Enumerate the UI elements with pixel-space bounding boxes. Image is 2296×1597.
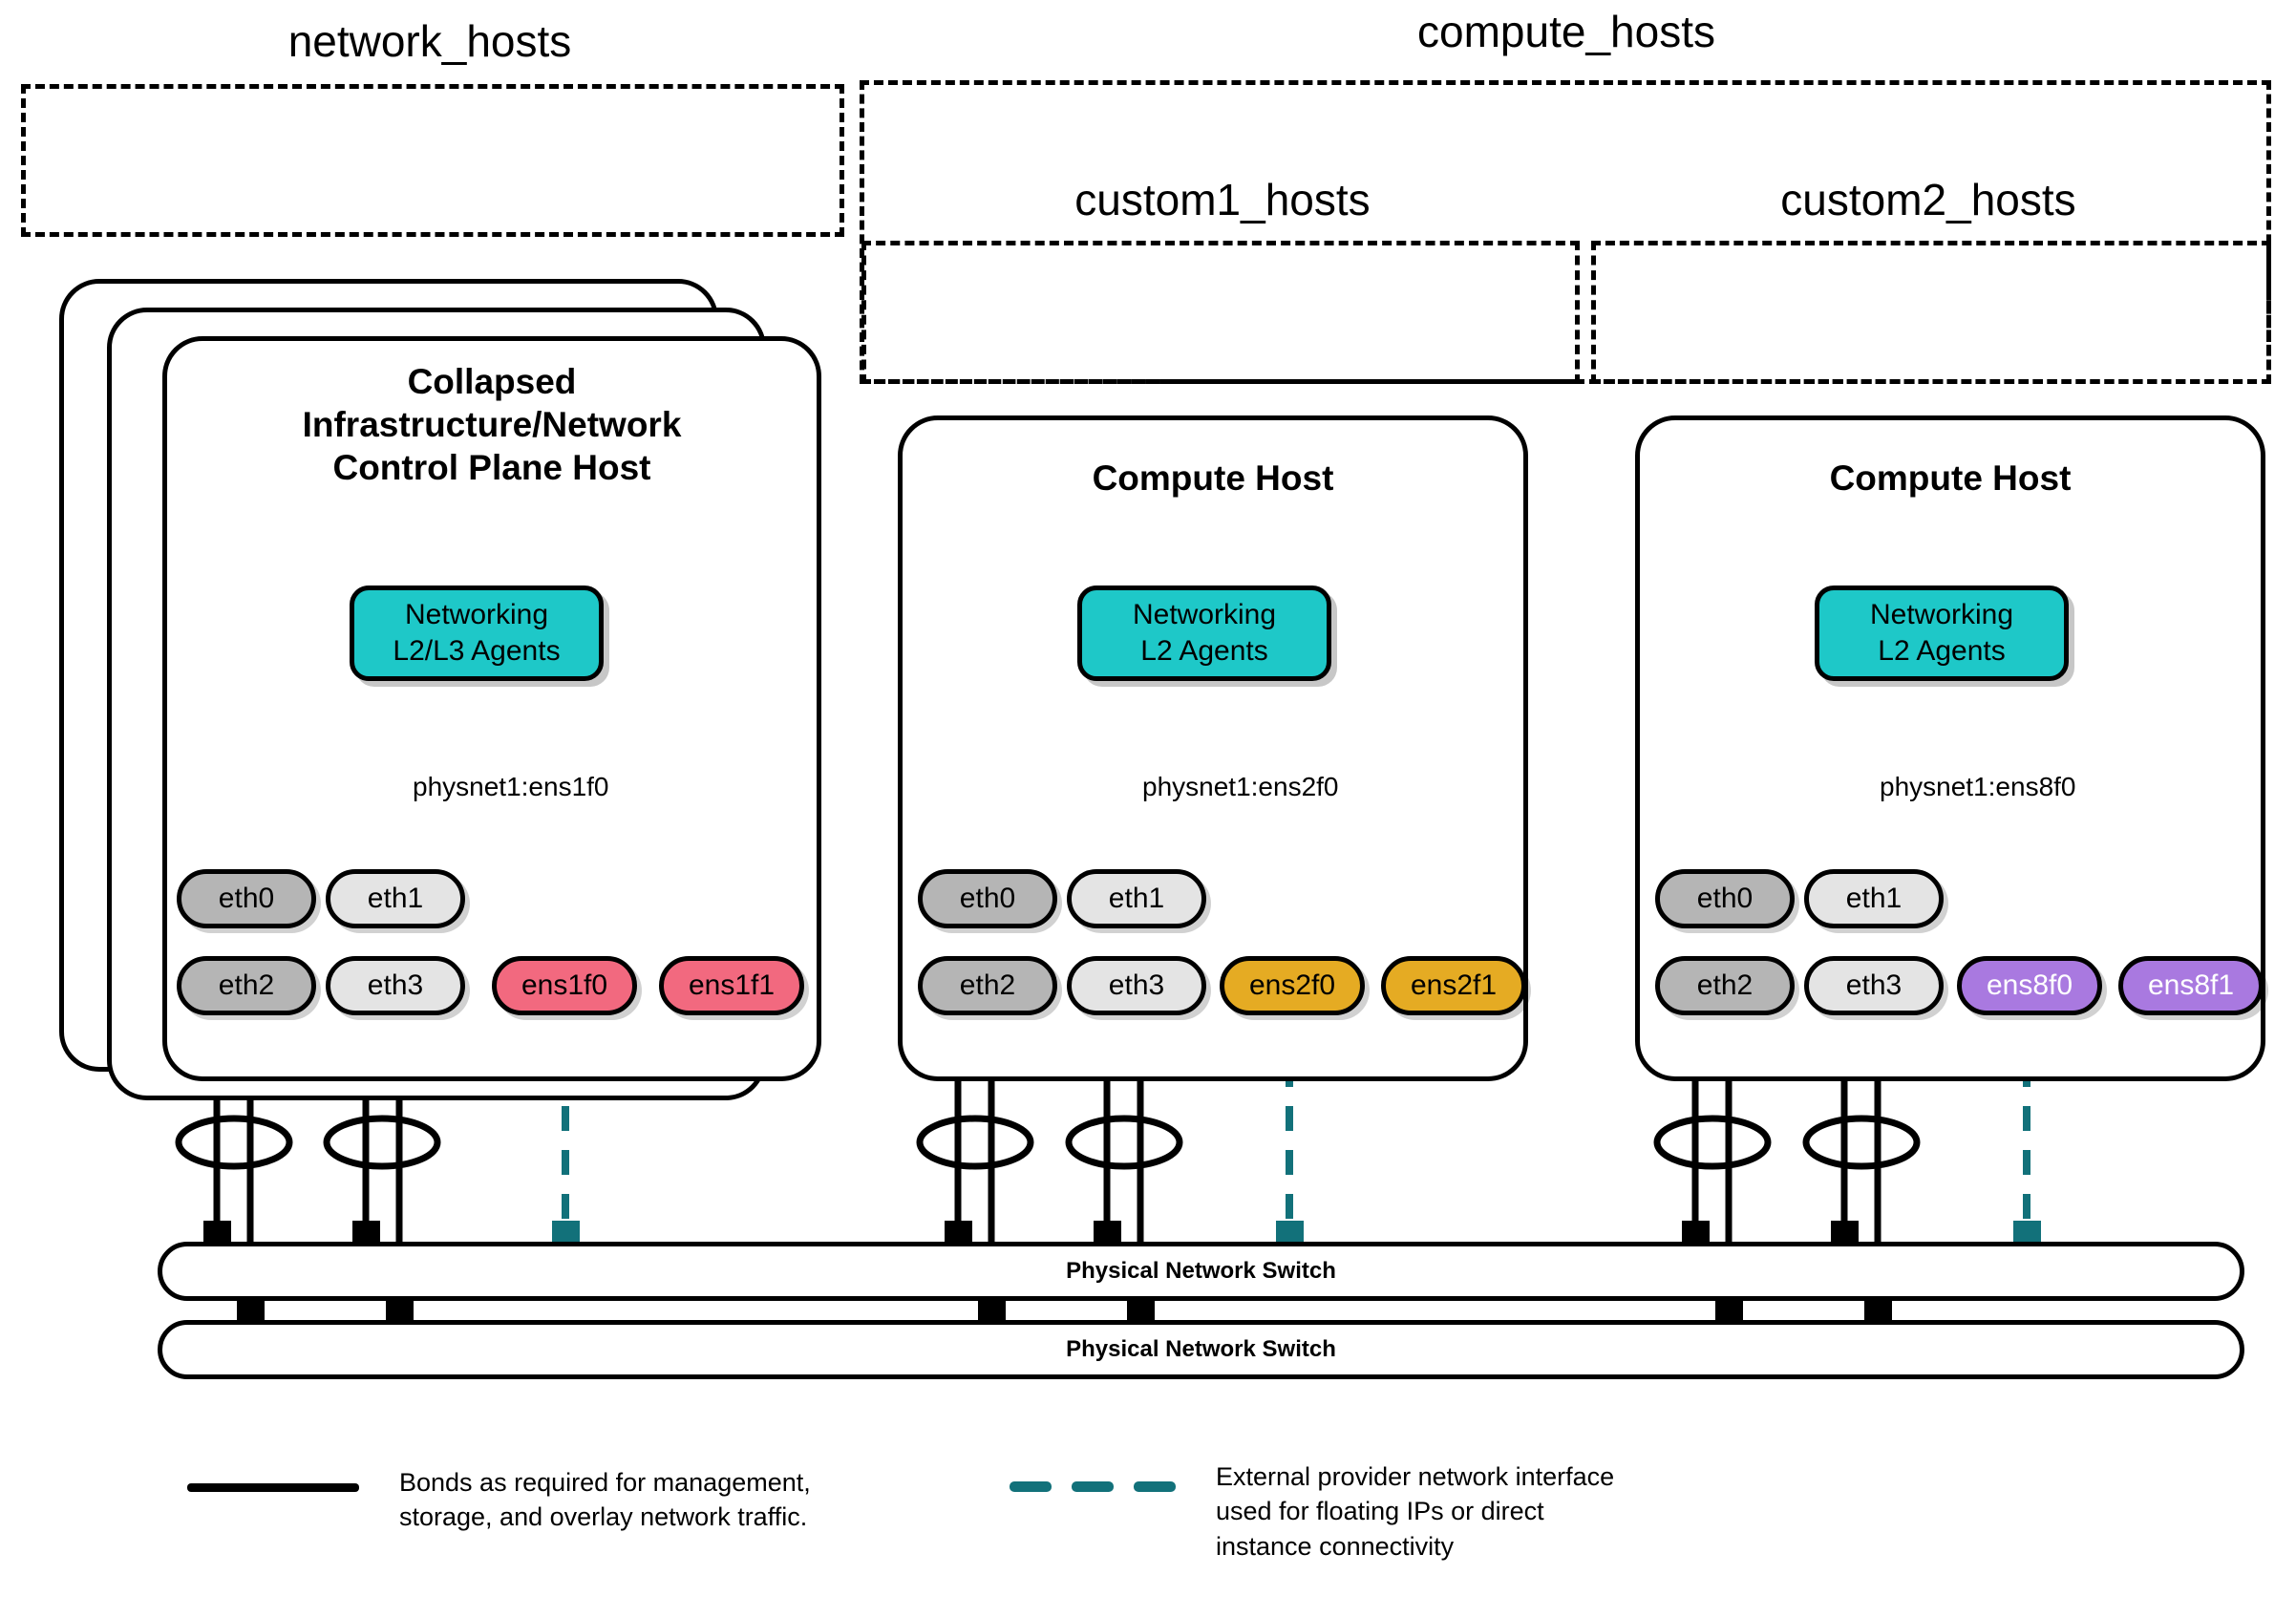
network-host-nic-ens1f0[interactable]: ens1f0: [492, 956, 637, 1015]
compute-host-2-title: Compute Host: [1640, 457, 2261, 500]
legend-provider-swatch-3: [1134, 1481, 1176, 1492]
legend-bonds-swatch: [187, 1483, 359, 1492]
legend-provider-text: External provider network interface used…: [1216, 1459, 1751, 1564]
group-label-compute-hosts: compute_hosts: [1417, 7, 1715, 56]
compute-host-1-nic-eth1[interactable]: eth1: [1067, 869, 1206, 928]
compute-host-2-agent-line2: L2 Agents: [1878, 635, 2006, 667]
network-host-nic-eth2[interactable]: eth2: [177, 956, 316, 1015]
legend-provider-line3: instance connectivity: [1216, 1531, 1455, 1561]
network-host-physnet-label: physnet1:ens1f0: [413, 772, 609, 801]
compute-host-2-nic-eth1[interactable]: eth1: [1804, 869, 1944, 928]
legend-bonds-line1: Bonds as required for management,: [399, 1468, 811, 1497]
legend-provider-line2: used for floating IPs or direct: [1216, 1497, 1544, 1526]
network-host-agent-box[interactable]: Networking L2/L3 Agents: [350, 586, 604, 681]
physical-network-switch-top-label: Physical Network Switch: [1066, 1258, 1336, 1284]
compute-host-1-agent-line1: Networking: [1132, 598, 1277, 630]
network-host-nic-eth3[interactable]: eth3: [326, 956, 465, 1015]
compute-host-2-nic-eth0[interactable]: eth0: [1655, 869, 1795, 928]
compute-host-2-nic-ens8f1[interactable]: ens8f1: [2118, 956, 2264, 1015]
network-host-agent-line1: Networking: [404, 598, 549, 630]
physical-network-switch-bottom-label: Physical Network Switch: [1066, 1336, 1336, 1362]
network-host-title-line2: Infrastructure/Network: [302, 405, 682, 445]
physical-network-switch-top[interactable]: Physical Network Switch: [158, 1242, 2244, 1301]
network-host-title-line3: Control Plane Host: [332, 448, 651, 488]
compute-host-1-title: Compute Host: [903, 457, 1523, 500]
legend-provider-swatch-1: [1010, 1481, 1052, 1492]
network-host-nic-eth0[interactable]: eth0: [177, 869, 316, 928]
compute-host-2-title-line1: Compute Host: [1829, 458, 2072, 498]
group-label-custom1-hosts: custom1_hosts: [1074, 175, 1371, 224]
compute-host-2-nic-eth3[interactable]: eth3: [1804, 956, 1944, 1015]
compute-host-1-agent-line2: L2 Agents: [1140, 635, 1268, 667]
compute-host-1-physnet-label: physnet1:ens2f0: [1142, 772, 1339, 801]
group-box-custom1-hosts: [861, 241, 1580, 384]
compute-host-1-nic-eth3[interactable]: eth3: [1067, 956, 1206, 1015]
legend-bonds-text: Bonds as required for management, storag…: [399, 1465, 858, 1535]
network-host-agent-line2: L2/L3 Agents: [393, 635, 561, 667]
group-box-network-hosts: [21, 84, 844, 237]
compute-host-2-physnet-label: physnet1:ens8f0: [1880, 772, 2076, 801]
compute-host-1-agent-box[interactable]: Networking L2 Agents: [1077, 586, 1331, 681]
group-label-custom2-hosts: custom2_hosts: [1780, 175, 2076, 224]
legend-bonds-line2: storage, and overlay network traffic.: [399, 1502, 808, 1532]
compute-host-2-nic-eth2[interactable]: eth2: [1655, 956, 1795, 1015]
network-host-nic-eth1[interactable]: eth1: [326, 869, 465, 928]
network-host-title-line1: Collapsed: [407, 362, 577, 401]
compute-host-1-nic-ens2f1[interactable]: ens2f1: [1381, 956, 1526, 1015]
group-label-network-hosts: network_hosts: [287, 16, 572, 66]
legend-provider-swatch-2: [1072, 1481, 1114, 1492]
compute-host-2-nic-ens8f0[interactable]: ens8f0: [1957, 956, 2102, 1015]
compute-host-1-nic-eth0[interactable]: eth0: [918, 869, 1057, 928]
physical-network-switch-bottom[interactable]: Physical Network Switch: [158, 1320, 2244, 1379]
network-host-title: Collapsed Infrastructure/Network Control…: [167, 360, 817, 489]
legend-provider-line1: External provider network interface: [1216, 1462, 1615, 1491]
compute-host-1-nic-ens2f0[interactable]: ens2f0: [1220, 956, 1365, 1015]
group-box-custom2-hosts: [1591, 241, 2271, 384]
compute-host-2-agent-line1: Networking: [1869, 598, 2014, 630]
compute-host-2-agent-box[interactable]: Networking L2 Agents: [1815, 586, 2069, 681]
compute-host-1-nic-eth2[interactable]: eth2: [918, 956, 1057, 1015]
network-host-nic-ens1f1[interactable]: ens1f1: [659, 956, 804, 1015]
compute-host-1-title-line1: Compute Host: [1092, 458, 1334, 498]
